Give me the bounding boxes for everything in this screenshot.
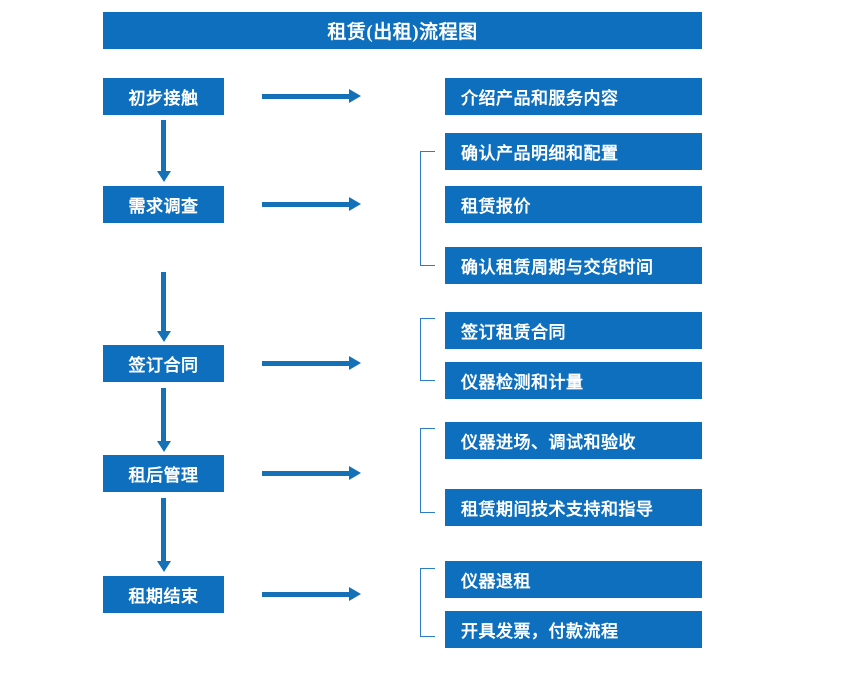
- diagram-title: 租赁(出租)流程图: [103, 12, 702, 49]
- arrow-head-icon: [157, 441, 171, 452]
- arrow-head-icon: [349, 587, 361, 601]
- horizontal-arrow-stage-2: [262, 197, 361, 211]
- horizontal-arrow-stage-3: [262, 356, 361, 370]
- group-bracket-stage-3: [420, 318, 435, 381]
- detail-box-4[interactable]: 确认租赁周期与交货时间: [445, 247, 702, 284]
- vertical-arrow-1-to-2: [157, 120, 171, 182]
- detail-box-5[interactable]: 签订租赁合同: [445, 312, 702, 349]
- arrow-shaft: [262, 202, 350, 207]
- arrow-shaft: [262, 94, 350, 99]
- detail-box-9[interactable]: 仪器退租: [445, 561, 702, 598]
- group-bracket-stage-4: [420, 428, 435, 513]
- stage-box-1[interactable]: 初步接触: [103, 78, 224, 115]
- arrow-shaft: [161, 120, 166, 171]
- detail-box-1[interactable]: 介绍产品和服务内容: [445, 78, 702, 115]
- arrow-head-icon: [349, 356, 361, 370]
- stage-box-3[interactable]: 签订合同: [103, 345, 224, 382]
- arrow-shaft: [161, 498, 166, 561]
- arrow-head-icon: [349, 466, 361, 480]
- detail-box-6[interactable]: 仪器检测和计量: [445, 362, 702, 399]
- vertical-arrow-3-to-4: [157, 388, 171, 452]
- arrow-head-icon: [157, 561, 171, 572]
- arrow-head-icon: [349, 197, 361, 211]
- group-bracket-stage-2: [420, 151, 435, 266]
- arrow-head-icon: [157, 171, 171, 182]
- stage-box-4[interactable]: 租后管理: [103, 455, 224, 492]
- stage-box-5[interactable]: 租期结束: [103, 576, 224, 613]
- group-bracket-stage-5: [420, 568, 435, 637]
- stage-box-2[interactable]: 需求调查: [103, 186, 224, 223]
- detail-box-3[interactable]: 租赁报价: [445, 186, 702, 223]
- vertical-arrow-2-to-3: [157, 272, 171, 342]
- detail-box-10[interactable]: 开具发票，付款流程: [445, 611, 702, 648]
- arrow-shaft: [161, 272, 166, 331]
- detail-box-7[interactable]: 仪器进场、调试和验收: [445, 422, 702, 459]
- arrow-head-icon: [349, 89, 361, 103]
- arrow-shaft: [262, 592, 350, 597]
- horizontal-arrow-stage-5: [262, 587, 361, 601]
- detail-box-2[interactable]: 确认产品明细和配置: [445, 133, 702, 170]
- arrow-head-icon: [157, 331, 171, 342]
- horizontal-arrow-stage-1: [262, 89, 361, 103]
- arrow-shaft: [262, 471, 350, 476]
- vertical-arrow-4-to-5: [157, 498, 171, 572]
- arrow-shaft: [161, 388, 166, 441]
- horizontal-arrow-stage-4: [262, 466, 361, 480]
- arrow-shaft: [262, 361, 350, 366]
- detail-box-8[interactable]: 租赁期间技术支持和指导: [445, 489, 702, 526]
